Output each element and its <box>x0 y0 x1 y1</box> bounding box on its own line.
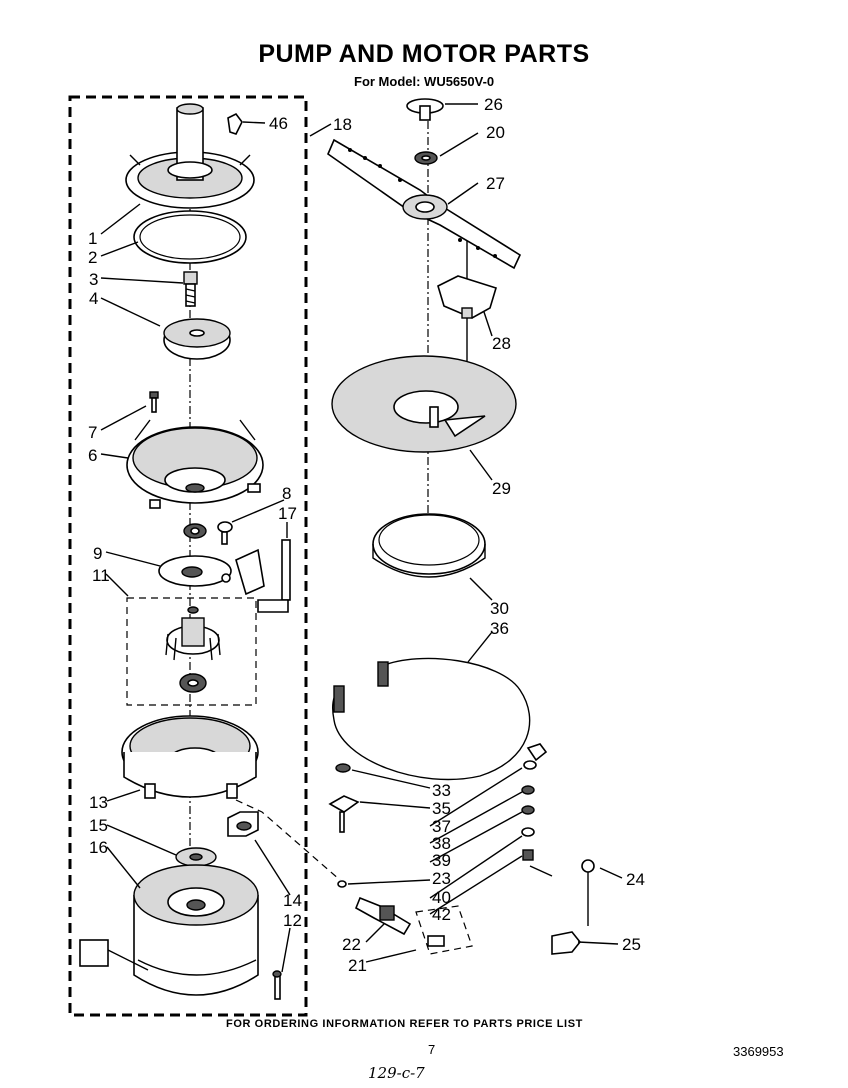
handwritten-note: 129-c-7 <box>368 1064 425 1082</box>
terminal-washer <box>335 763 351 773</box>
callout-16: 16 <box>89 838 108 857</box>
callout-39: 39 <box>432 851 451 870</box>
callout-7: 7 <box>88 423 97 442</box>
heater-clip <box>328 795 360 833</box>
callout-38: 38 <box>432 834 451 853</box>
slinger-washer <box>175 847 217 867</box>
callout-29: 29 <box>492 479 511 498</box>
callout-2: 2 <box>88 248 97 267</box>
check-valve-flap <box>221 548 265 596</box>
callout-25: 25 <box>622 935 641 954</box>
impeller <box>163 318 231 360</box>
heater-nut-stack <box>521 760 537 861</box>
callout-4: 4 <box>89 289 98 308</box>
callout-33: 33 <box>432 781 451 800</box>
callout-6: 6 <box>88 446 97 465</box>
callout-40: 40 <box>432 888 451 907</box>
callout-1: 1 <box>88 229 97 248</box>
seal-plate <box>158 555 232 587</box>
callout-12: 12 <box>283 911 302 930</box>
callout-3: 3 <box>89 270 98 289</box>
clip-part <box>227 112 243 135</box>
callout-42: 42 <box>432 905 451 924</box>
motor-mount-housing <box>121 715 259 799</box>
gasket-ring <box>133 210 247 264</box>
page-title: PUMP AND MOTOR PARTS <box>258 40 590 68</box>
wire-leader <box>235 799 341 881</box>
motor-screw <box>272 970 282 1000</box>
callout-17: 17 <box>278 504 297 523</box>
callout-8: 8 <box>282 484 291 503</box>
chopper-assembly <box>165 606 221 693</box>
lower-wash-arm <box>327 138 522 270</box>
page-number: 7 <box>428 1042 436 1057</box>
callout-13: 13 <box>89 793 108 812</box>
callout-30: 30 <box>490 599 509 618</box>
screw-8 <box>217 521 233 545</box>
callout-23: 23 <box>432 869 451 888</box>
ordering-note: FOR ORDERING INFORMATION REFER TO PARTS … <box>226 1018 583 1030</box>
callout-35: 35 <box>432 799 451 818</box>
callout-26: 26 <box>484 95 503 114</box>
callout-18: 18 <box>333 115 352 134</box>
mounting-bracket <box>415 905 473 955</box>
callout-27: 27 <box>486 174 505 193</box>
callout-28: 28 <box>492 334 511 353</box>
bracket-screw <box>581 859 595 926</box>
pump-top-housing <box>125 103 255 209</box>
pump-body <box>126 419 264 509</box>
o-ring <box>337 880 347 888</box>
callout-24: 24 <box>626 870 645 889</box>
callout-22: 22 <box>342 935 361 954</box>
model-subtitle: For Model: WU5650V-0 <box>354 74 495 89</box>
wash-arm-cap <box>406 98 444 121</box>
callout-11: 11 <box>92 566 110 585</box>
drain-tube <box>257 539 291 613</box>
chopper-assembly-box <box>126 597 257 706</box>
callout-21: 21 <box>348 956 367 975</box>
pump-motor-assembly-box <box>68 95 308 1017</box>
wash-arm-washer <box>414 151 438 165</box>
motor <box>79 864 259 996</box>
callout-20: 20 <box>486 123 505 142</box>
inlet-fitting <box>354 896 412 936</box>
document-number: 3369953 <box>733 1044 784 1059</box>
callout-37: 37 <box>432 817 451 836</box>
screw-part <box>149 391 159 413</box>
impeller-bolt <box>183 271 198 307</box>
seal-bearing <box>183 523 207 539</box>
filter-screen <box>331 355 517 453</box>
callout-leaders <box>100 103 623 973</box>
hose-clamp <box>551 931 582 955</box>
callout-9: 9 <box>93 544 102 563</box>
filter-ring <box>372 513 486 578</box>
leader-40 <box>529 865 553 877</box>
wash-arm-support <box>437 275 497 319</box>
callout-36: 36 <box>490 619 509 638</box>
heating-element-loop <box>332 657 548 781</box>
callout-15: 15 <box>89 816 108 835</box>
callout-46: 46 <box>269 114 288 133</box>
thermal-block <box>227 811 259 837</box>
callout-14: 14 <box>283 891 302 910</box>
